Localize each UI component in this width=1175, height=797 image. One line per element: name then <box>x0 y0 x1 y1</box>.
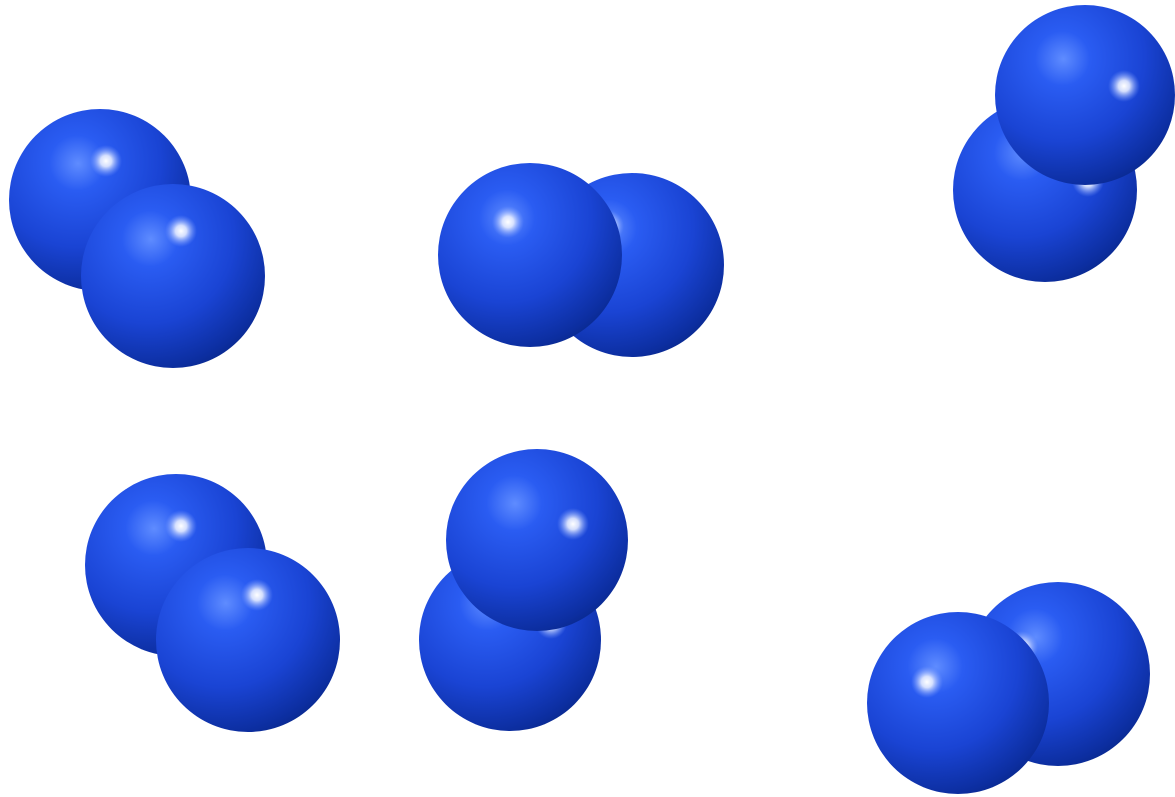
molecule-1 <box>9 109 265 368</box>
molecule-4 <box>85 474 340 732</box>
molecule-3 <box>953 5 1175 282</box>
atom-6a <box>867 612 1049 794</box>
atom-4b <box>156 548 340 732</box>
atom-2a <box>438 163 622 347</box>
atom-1b <box>81 184 265 368</box>
atom-5a <box>446 449 628 631</box>
molecule-5 <box>419 449 628 731</box>
atom-3a <box>995 5 1175 185</box>
molecule-2 <box>438 163 724 357</box>
molecule-6 <box>867 582 1150 794</box>
